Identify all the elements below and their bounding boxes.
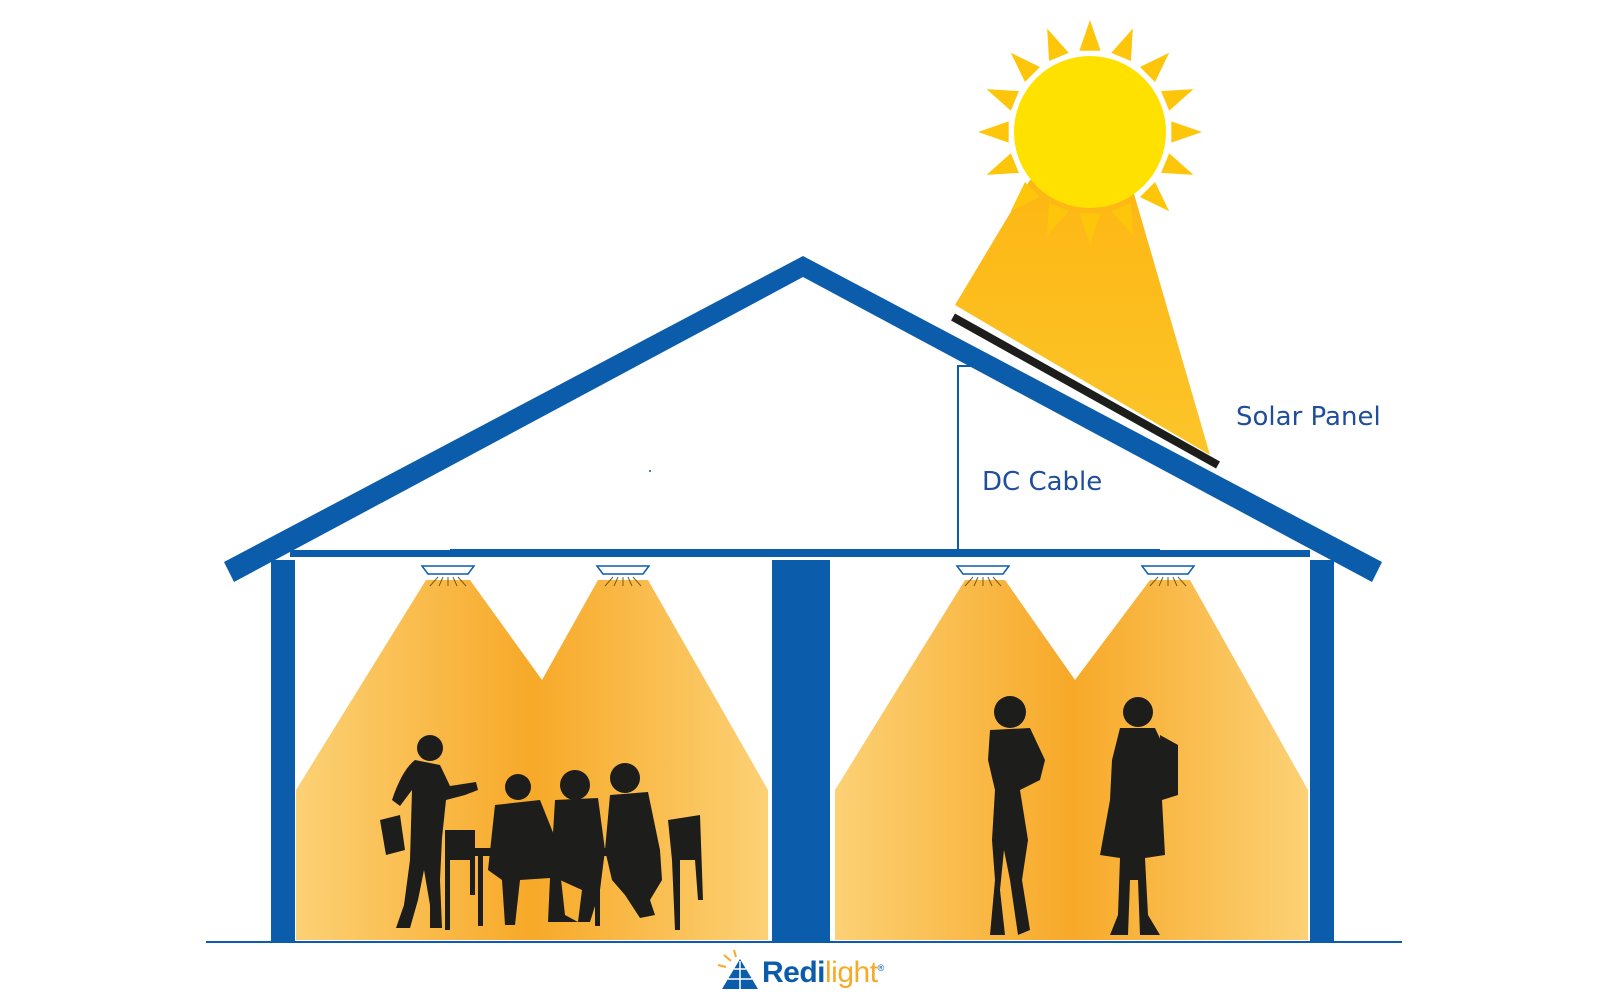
solar-panel-icon (951, 313, 1220, 469)
ceiling-lamp-icon (1140, 565, 1196, 587)
light-beams-right (835, 580, 1308, 940)
sun-ray (986, 153, 1019, 175)
logo-trademark: ® (877, 963, 885, 973)
sunlight-beam (955, 180, 1210, 455)
sun-icon (978, 20, 1202, 244)
ceiling-lamps (420, 565, 1196, 587)
sun-ray (1047, 203, 1069, 236)
solar-panel-label: Solar Panel (1236, 402, 1381, 432)
sun-ray (1161, 153, 1194, 175)
sun-ray (1010, 181, 1041, 212)
sun-ray (1171, 121, 1202, 143)
sun-ray (1139, 52, 1170, 83)
ceiling-beam (290, 550, 1310, 557)
ceiling-lamp-icon (955, 565, 1011, 587)
sun-ray (1161, 89, 1194, 111)
sun-ray (1047, 28, 1069, 61)
ceiling-lamp-icon (420, 565, 476, 587)
sun-ray (1111, 28, 1133, 61)
house-roof (224, 256, 1382, 582)
dc-cable-line (957, 365, 982, 550)
sun-ray (1079, 213, 1101, 244)
redilight-logo: Redilight® (762, 950, 884, 996)
logo-text-bold: Redi (762, 956, 826, 989)
people-group-left (380, 735, 703, 930)
center-pillar (772, 560, 830, 942)
left-wall (271, 560, 295, 942)
dc-cable-label: DC Cable (982, 467, 1103, 497)
redilight-logo-icon (717, 949, 758, 989)
sun-ray (978, 121, 1009, 143)
sun-ray (1010, 52, 1041, 83)
ceiling-lamp-icon (595, 565, 651, 587)
sun-ray (1111, 203, 1133, 236)
people-group-right (988, 696, 1178, 935)
sun-ray (986, 89, 1019, 111)
sun-ray (1079, 20, 1101, 51)
logo-wordmark: Redilight® (762, 956, 884, 990)
right-wall (1310, 560, 1334, 942)
logo-text-light: light (825, 956, 878, 989)
sun-ray (1139, 181, 1170, 212)
